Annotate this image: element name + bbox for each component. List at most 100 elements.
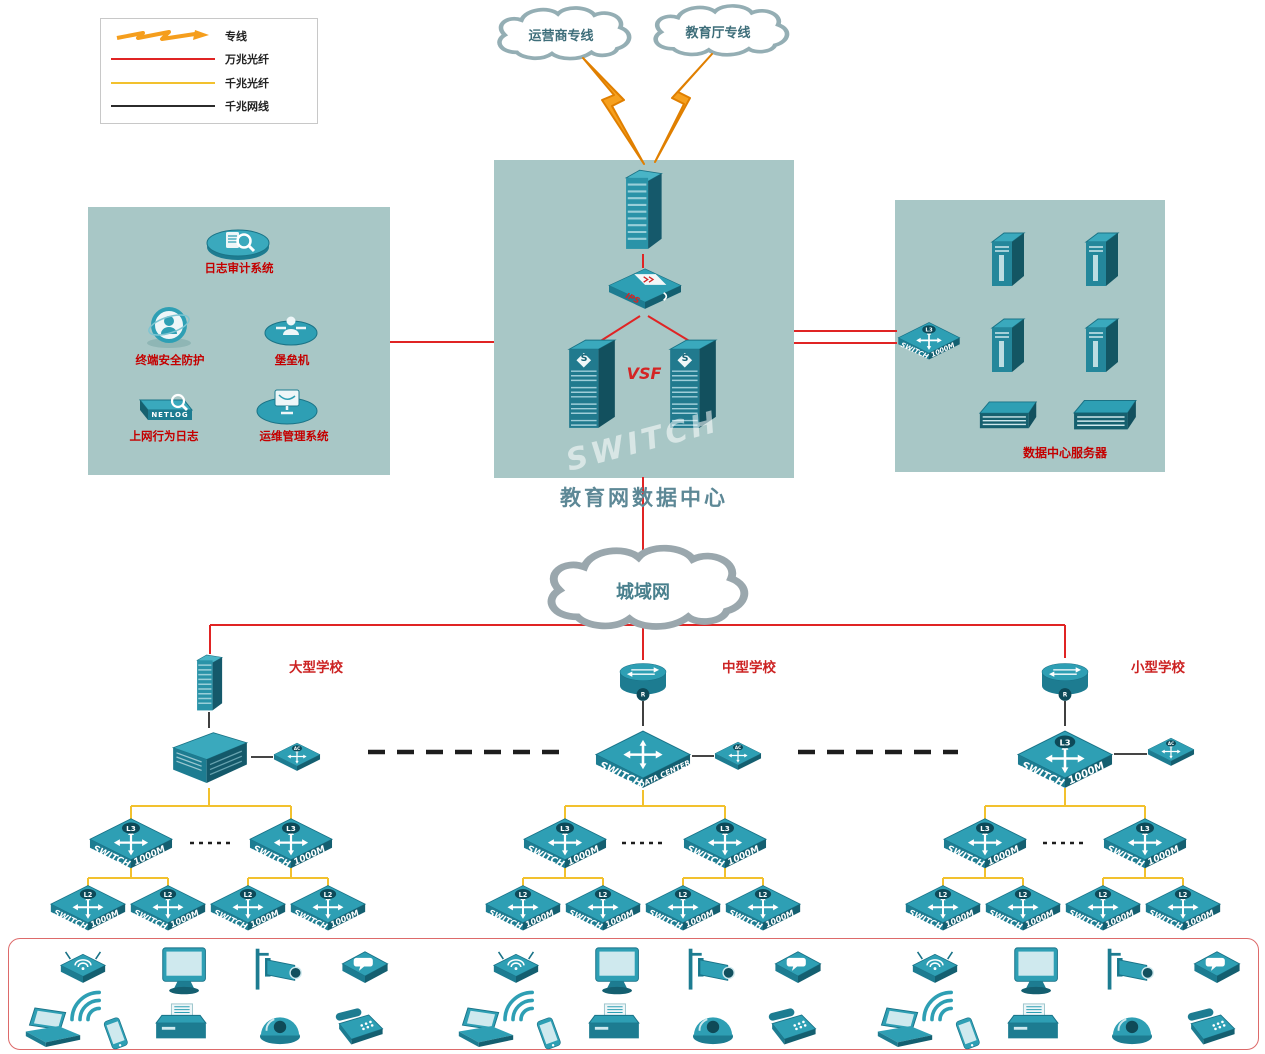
message-terminal-icon bbox=[773, 950, 823, 990]
cloud-label-education: 教育厅专线 bbox=[685, 26, 751, 41]
switch-badge: AC bbox=[1168, 741, 1174, 746]
terminal-device-group bbox=[24, 940, 404, 1052]
ptz-camera-icon bbox=[1104, 946, 1156, 996]
terminal-zone-box bbox=[8, 938, 1259, 1050]
cloud-man: 城域网 bbox=[530, 542, 756, 638]
printer-icon bbox=[587, 1002, 641, 1046]
legend-label: 万兆光纤 bbox=[225, 53, 269, 67]
telephone-icon bbox=[1184, 1008, 1240, 1048]
dome-camera-icon bbox=[256, 1004, 304, 1046]
message-terminal-icon bbox=[340, 950, 390, 990]
wireless-ap-icon bbox=[492, 948, 540, 986]
terminal-device-group bbox=[457, 940, 837, 1052]
router-icon: R bbox=[619, 663, 667, 701]
ptz-camera-icon bbox=[252, 946, 304, 996]
switch-badge: L3 bbox=[126, 824, 136, 833]
switch-badge: L3 bbox=[1140, 824, 1150, 833]
cloud-education-line: 教育厅专线 bbox=[641, 2, 795, 62]
router-badge: R bbox=[1063, 693, 1068, 699]
switch-badge: AC bbox=[294, 746, 300, 751]
cloud-carrier-line: 运营商专线 bbox=[485, 4, 637, 66]
desktop-computer-icon bbox=[158, 946, 212, 998]
netlog-device-icon bbox=[138, 393, 194, 420]
switch-badge: L3 bbox=[1059, 737, 1070, 747]
dome-camera-icon bbox=[689, 1004, 737, 1046]
switch-badge: L2 bbox=[679, 891, 688, 899]
legend-label: 专线 bbox=[225, 29, 247, 43]
laptop-icon bbox=[876, 1006, 934, 1048]
school-label-small: 小型学校 bbox=[1131, 660, 1185, 676]
switch-badge: L2 bbox=[84, 891, 93, 899]
legend-row-1g-fiber: 千兆光纤 bbox=[111, 75, 307, 91]
ac-wireless-controller: AC bbox=[714, 741, 762, 770]
switch-badge: L2 bbox=[1179, 891, 1188, 899]
cloud-label-man: 城域网 bbox=[616, 582, 670, 603]
laptop-icon bbox=[457, 1006, 515, 1048]
switch-badge: L2 bbox=[759, 891, 768, 899]
netlog-text: NETLOG bbox=[151, 411, 189, 419]
dedicated-line-bolts bbox=[582, 53, 713, 165]
cloud-shape bbox=[497, 6, 632, 61]
router-badge: R bbox=[641, 693, 646, 699]
desktop-computer-icon bbox=[591, 946, 645, 998]
switch-badge: L2 bbox=[164, 891, 173, 899]
dome-camera-icon bbox=[1108, 1004, 1156, 1046]
legend-label: 千兆网线 bbox=[225, 100, 269, 114]
cloud-shape bbox=[653, 4, 790, 57]
lightning-bolt-icon bbox=[654, 53, 713, 163]
switch-badge: L2 bbox=[1019, 891, 1028, 899]
ptz-camera-icon bbox=[685, 946, 737, 996]
telephone-icon bbox=[332, 1008, 388, 1048]
terminal-security-icon bbox=[147, 307, 191, 348]
red-line-swatch bbox=[111, 58, 215, 61]
security-item-label: 上网行为日志 bbox=[129, 429, 199, 443]
security-item-label: 终端安全防护 bbox=[135, 353, 205, 367]
lightning-bolt-icon bbox=[582, 57, 645, 165]
vsf-label: VSF bbox=[626, 364, 662, 383]
legend-row-10g-fiber: 万兆光纤 bbox=[111, 51, 307, 67]
black-line-swatch bbox=[111, 105, 215, 108]
switch-badge: L2 bbox=[1099, 891, 1108, 899]
switch-badge: L2 bbox=[939, 891, 948, 899]
switch-badge: L3 bbox=[286, 824, 296, 833]
switch-badge: L3 bbox=[560, 824, 570, 833]
ac-wireless-controller: AC bbox=[273, 742, 321, 771]
ac-wireless-controller: AC bbox=[1147, 737, 1195, 766]
telephone-icon bbox=[765, 1008, 821, 1048]
laptop-icon bbox=[24, 1006, 82, 1048]
legend-row-1g-cable: 千兆网线 bbox=[111, 98, 307, 114]
printer-icon bbox=[154, 1002, 208, 1046]
school-label-medium: 中型学校 bbox=[722, 660, 776, 676]
switch-badge: L2 bbox=[599, 891, 608, 899]
router-icon: R bbox=[1041, 663, 1089, 701]
printer-icon bbox=[1006, 1002, 1060, 1046]
smartphone-icon bbox=[94, 1016, 138, 1052]
legend: 专线 万兆光纤 千兆光纤 千兆网线 bbox=[100, 18, 318, 124]
smartphone-icon bbox=[946, 1016, 990, 1052]
switch-badge: L3 bbox=[720, 824, 730, 833]
switch-badge: L3 bbox=[980, 824, 990, 833]
switch-badge: AC bbox=[735, 745, 741, 750]
legend-label: 千兆光纤 bbox=[225, 76, 269, 90]
tower-logo: S bbox=[681, 353, 689, 364]
switch-badge: L2 bbox=[324, 891, 333, 899]
lightning-icon bbox=[116, 29, 209, 41]
tower-logo: S bbox=[580, 353, 588, 364]
switch-badge: L2 bbox=[244, 891, 253, 899]
